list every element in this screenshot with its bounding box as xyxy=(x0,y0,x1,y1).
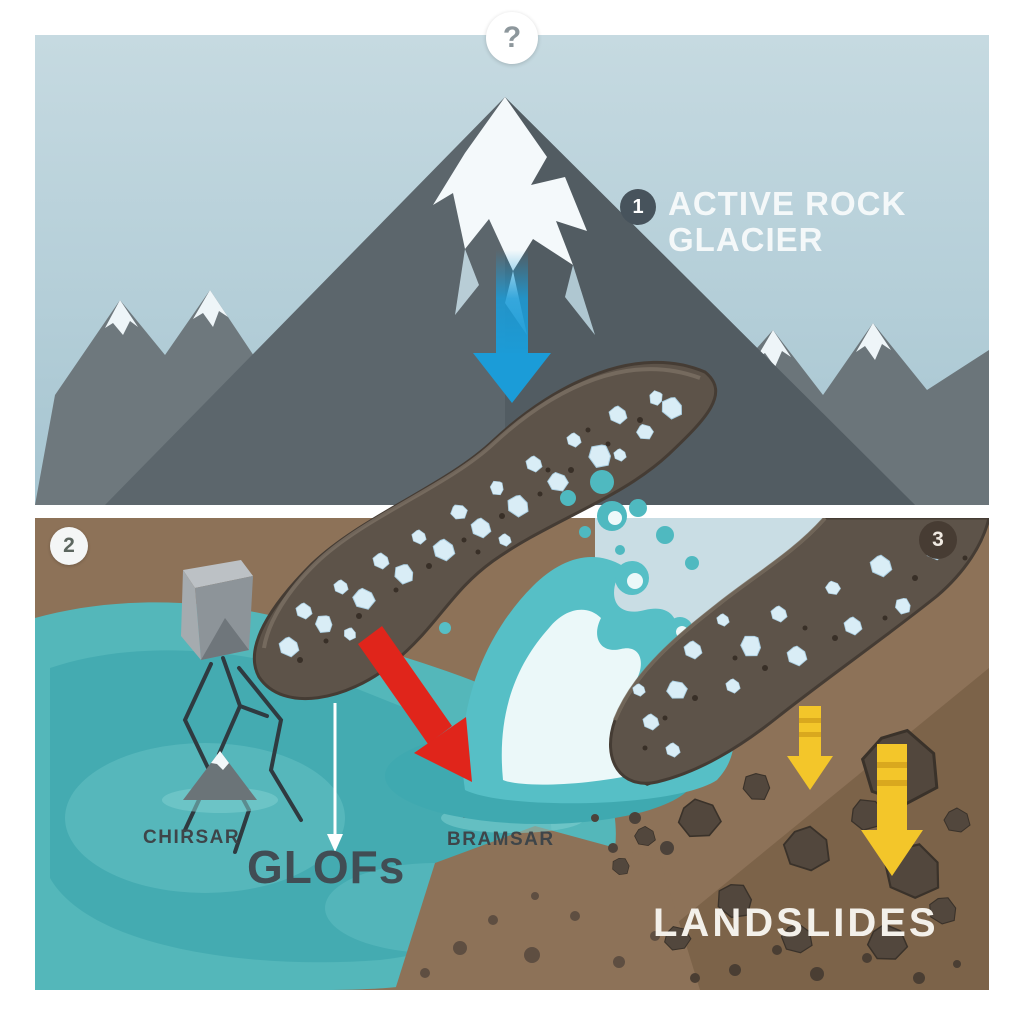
panel-active-rock-glacier xyxy=(35,35,989,505)
slope-pebbles xyxy=(690,945,961,984)
step-badge-2: 2 xyxy=(50,527,88,565)
lake-name-bramsar: BRAMSAR xyxy=(447,829,555,850)
label-line-2: GLACIER xyxy=(668,220,824,258)
question-mark: ? xyxy=(502,21,522,54)
summit-snow-cap xyxy=(433,97,587,271)
lake-name-chirsar: CHIRSAR xyxy=(143,827,241,848)
falling-rocks xyxy=(591,812,674,855)
landslide-arrow-icon-large xyxy=(861,744,923,876)
label-line-1: ACTIVE ROCK xyxy=(668,185,907,222)
question-badge: ? xyxy=(486,12,538,64)
landslides-title: LANDSLIDES xyxy=(653,901,939,945)
breached-dam xyxy=(181,560,253,660)
glofs-title: GLOFs xyxy=(247,841,406,893)
pointer-arrow-icon xyxy=(327,703,343,852)
step-badge-3: 3 xyxy=(919,521,957,559)
lake-island-chirsar xyxy=(162,751,278,813)
landslide-arrow-icon-small xyxy=(787,706,833,790)
debris-specks xyxy=(642,555,968,751)
step-badge-1: 1 xyxy=(620,189,656,225)
shore-pebbles xyxy=(420,892,660,978)
active-rock-glacier-label: ACTIVE ROCK GLACIER xyxy=(668,186,906,257)
mountain-scene xyxy=(35,35,989,505)
